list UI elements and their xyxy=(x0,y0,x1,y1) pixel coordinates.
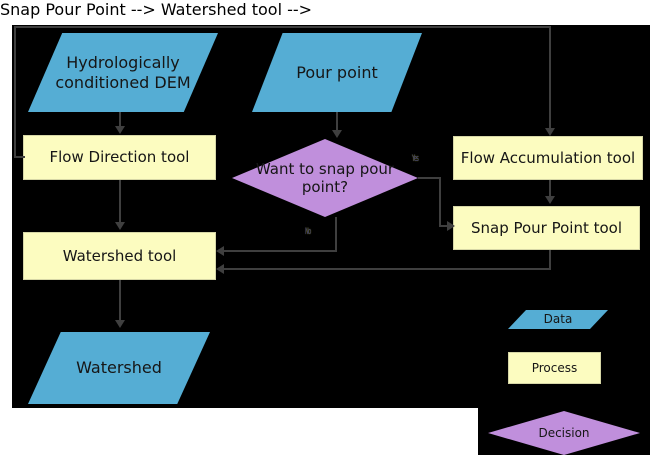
node-label: Watershed tool xyxy=(62,246,177,265)
legend-label: Decision xyxy=(538,425,590,440)
connector-yes-h1 xyxy=(418,177,441,179)
connector-pourpoint-to-decision xyxy=(336,112,338,132)
node-hydrologically-conditioned-dem[interactable]: Hydrologically conditioned DEM xyxy=(28,33,218,112)
connector-flowacc-to-snap xyxy=(549,180,551,198)
node-flow-accumulation-tool[interactable]: Flow Accumulation tool xyxy=(453,136,643,180)
node-label: Flow Direction tool xyxy=(49,148,190,167)
connector-top-bus xyxy=(14,26,551,28)
node-decision-snap-pour-point[interactable]: Want to snap pour point? xyxy=(232,139,418,217)
connector-snap-bus xyxy=(224,268,551,270)
arrowhead-flow-accumulation xyxy=(545,128,555,136)
connector-into-flow-direction xyxy=(14,156,25,158)
parallelogram-shape xyxy=(28,33,218,112)
node-label: Watershed xyxy=(76,358,162,378)
node-label: Flow Accumulation tool xyxy=(460,148,636,167)
connector-dem-to-flowdir xyxy=(119,112,121,128)
arrowhead-watershed-tool-snap xyxy=(216,264,224,274)
arrowhead-watershed-tool-top xyxy=(115,222,125,230)
connector-down-to-flow-accumulation xyxy=(549,26,551,130)
connector-yes-v xyxy=(439,177,441,225)
connector-watershed-tool-to-watershed xyxy=(119,280,121,322)
connector-no-h xyxy=(224,250,337,252)
arrowhead-decision xyxy=(332,130,342,138)
node-label: Snap Pour Point tool xyxy=(470,218,623,237)
legend-item-decision: Decision xyxy=(488,411,640,455)
arrowhead-watershed xyxy=(115,320,125,328)
node-label: Hydrologically conditioned DEM xyxy=(55,52,191,92)
legend-item-data: Data xyxy=(508,310,608,329)
connector-snap-down xyxy=(549,250,551,269)
connector-dem-left-down xyxy=(14,26,16,157)
node-pour-point[interactable]: Pour point xyxy=(252,33,422,112)
arrowhead-watershed-tool-no xyxy=(216,246,224,256)
edge-label-yes: Yes xyxy=(412,154,419,164)
node-watershed-tool[interactable]: Watershed tool xyxy=(23,232,216,280)
node-snap-pour-point-tool[interactable]: Snap Pour Point tool xyxy=(453,206,640,250)
node-label: Pour point xyxy=(296,62,378,82)
parallelogram-shape xyxy=(252,33,422,112)
legend-label: Data xyxy=(543,312,573,327)
arrowhead-snap-top xyxy=(545,196,555,204)
arrowhead-flow-direction xyxy=(115,126,125,134)
parallelogram-shape xyxy=(28,332,210,404)
legend-item-process: Process xyxy=(508,352,601,384)
arrowhead-snap-pour-point xyxy=(447,221,455,231)
connector-yes-h2 xyxy=(439,225,449,227)
parallelogram-shape xyxy=(508,310,608,329)
legend-label: Process xyxy=(531,360,578,375)
connector-flowdir-to-watershed-tool xyxy=(119,180,121,224)
node-flow-direction-tool[interactable]: Flow Direction tool xyxy=(23,135,216,180)
connector-no-v xyxy=(335,217,337,252)
node-label: Want to snap pour point? xyxy=(255,159,395,196)
edge-label-no: No xyxy=(305,227,311,237)
node-watershed[interactable]: Watershed xyxy=(28,332,210,404)
